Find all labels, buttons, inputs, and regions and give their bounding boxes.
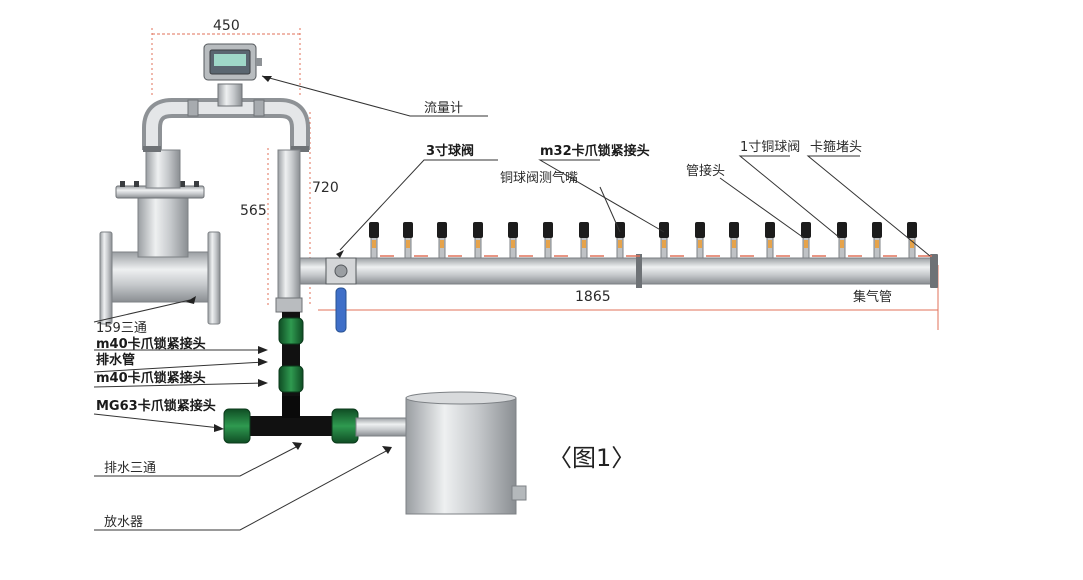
branch-valves: [369, 222, 932, 259]
riser-pipe: [275, 149, 303, 313]
drain-piping: [223, 312, 411, 444]
label-copper-ball-valve-1in: 1寸铜球阀: [740, 140, 800, 155]
label-m40-coupling-1: m40卡爪锁紧接头: [96, 336, 206, 352]
branch-valve: [729, 222, 754, 259]
leader-arrowheads: [186, 76, 392, 454]
mg63-coupling-left: [223, 408, 251, 444]
dimension-top-width: 450: [213, 18, 240, 34]
tee-159: [99, 149, 221, 325]
branch-valve: [615, 222, 640, 259]
dimension-manifold-length: 1865: [575, 289, 611, 305]
branch-valve: [508, 222, 533, 259]
branch-valve: [403, 222, 428, 259]
label-tee-159: 159三通: [96, 321, 147, 336]
branch-valve: [543, 222, 568, 259]
gas-manifold-pipe: [299, 254, 938, 333]
mg63-coupling-right: [331, 408, 359, 444]
figure-caption: 〈图1〉: [548, 444, 635, 472]
branch-valve: [765, 222, 790, 259]
label-flowmeter: 流量计: [424, 101, 463, 116]
flowmeter: [203, 43, 262, 107]
label-m32-coupling: m32卡爪锁紧接头: [540, 143, 650, 159]
label-drain-pipe: 排水管: [96, 352, 135, 368]
branch-valve: [369, 222, 394, 259]
label-mg63-coupling: MG63卡爪锁紧接头: [96, 398, 216, 414]
branch-valve: [579, 222, 604, 259]
branch-valve: [437, 222, 462, 259]
branch-valve: [695, 222, 720, 259]
leader-lines: [93, 75, 931, 531]
branch-valve: [801, 222, 826, 259]
water-discharger: [405, 391, 527, 515]
branch-valve: [837, 222, 862, 259]
label-ball-valve-3in: 3寸球阀: [426, 143, 474, 159]
label-copper-valve-test-nozzle: 铜球阀测气嘴: [500, 170, 578, 186]
branch-valve: [659, 222, 684, 259]
m40-coupling-lower: [278, 365, 304, 393]
label-pipe-joint: 管接头: [686, 163, 725, 179]
u-bend-pipe: [142, 98, 310, 152]
label-m40-coupling-2: m40卡爪锁紧接头: [96, 370, 206, 386]
label-clamp-plug: 卡箍堵头: [810, 139, 862, 155]
label-drain-tee: 排水三通: [104, 461, 156, 476]
branch-valve: [473, 222, 498, 259]
branch-valve: [872, 222, 897, 259]
m40-coupling-upper: [278, 317, 304, 345]
label-gas-manifold: 集气管: [853, 289, 892, 305]
label-water-discharger: 放水器: [104, 515, 143, 530]
dimension-outer-height: 720: [312, 180, 339, 196]
dimension-inner-height: 565: [240, 203, 267, 219]
